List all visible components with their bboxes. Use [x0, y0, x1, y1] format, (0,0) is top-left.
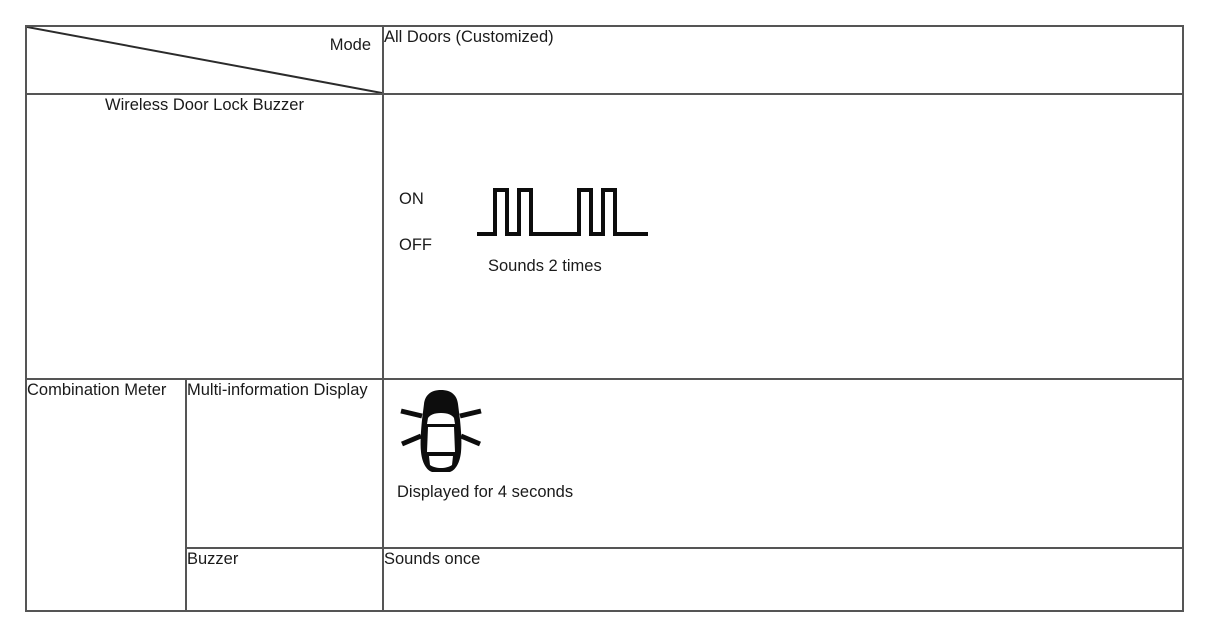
meter-buzzer-label: Buzzer — [185, 547, 384, 612]
diagonal-header-cell: Mode — [25, 25, 384, 95]
meter-buzzer-row: Buzzer Sounds once — [26, 547, 1184, 612]
multi-information-display-caption: Displayed for 4 seconds — [397, 483, 574, 501]
buzzer-waveform-diagram: ON OFF Sounds 2 times — [397, 180, 697, 295]
wireless-door-lock-buzzer-row: Wireless Door Lock Buzzer ON OFF Sounds … — [25, 93, 1184, 380]
multi-information-display-value-cell: Displayed for 4 seconds — [382, 378, 1184, 549]
diagonal-divider-line — [27, 27, 382, 93]
mode-value-cell: All Doors (Customized) — [382, 25, 1184, 95]
wireless-door-lock-buzzer-label: Wireless Door Lock Buzzer — [25, 93, 384, 380]
multi-information-display-row: Combination Meter Multi-information Disp… — [25, 378, 1184, 612]
mode-column-label: Mode — [329, 36, 371, 54]
waveform-off-label: OFF — [399, 236, 432, 254]
combination-meter-label: Combination Meter — [25, 378, 187, 612]
waveform-caption: Sounds 2 times — [488, 257, 602, 275]
waveform-on-label: ON — [399, 190, 424, 208]
wireless-buzzer-waveform-cell: ON OFF Sounds 2 times — [382, 93, 1184, 380]
mode-behavior-table: Mode All Doors (Customized) Wireless Doo… — [25, 25, 1184, 612]
meter-buzzer-value: Sounds once — [382, 547, 1184, 612]
car-wireless-lock-indicator-icon — [400, 390, 482, 472]
multi-information-display-label: Multi-information Display — [185, 378, 384, 549]
waveform-pulse-trace — [475, 180, 650, 250]
table-header-row: Mode All Doors (Customized) — [25, 25, 1184, 95]
